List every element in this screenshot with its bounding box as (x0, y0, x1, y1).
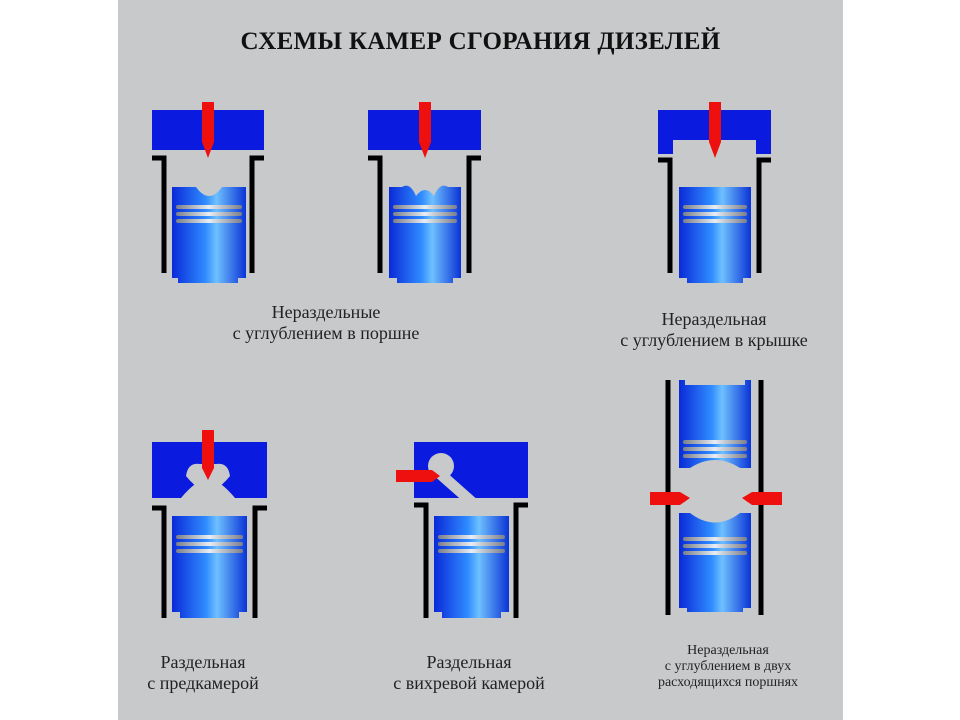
caption-line: с предкамерой (147, 673, 259, 693)
piston-upper (679, 380, 751, 468)
caption-opposed: Нераздельная с углублением в двух расход… (638, 643, 818, 691)
piston-lower (679, 513, 751, 612)
cylinder-wall-right (466, 155, 481, 273)
caption-prechamber: Раздельная с предкамерой (128, 652, 278, 694)
piston (172, 187, 246, 283)
diagram-piston-bowl-1 (152, 102, 264, 283)
injector-arrow-left (650, 492, 690, 505)
cylinder-wall-right (756, 157, 771, 273)
caption-line: с углублением в крышке (620, 330, 808, 350)
diagram-prechamber (152, 430, 267, 618)
piston-rings (683, 205, 747, 223)
caption-line: Нераздельные (271, 302, 381, 322)
piston-rings-upper (683, 440, 747, 458)
diagram-head-recess (658, 102, 771, 283)
cylinder-wall-left (152, 155, 167, 273)
caption-line: с вихревой камерой (393, 673, 545, 693)
piston (434, 516, 509, 618)
cylinder-wall-right (249, 155, 264, 273)
piston-rings-lower (683, 537, 747, 555)
injector-arrow-right (742, 492, 782, 505)
piston-rings (176, 205, 242, 223)
piston-rings (438, 535, 505, 553)
piston-rings (393, 205, 457, 223)
caption-undivided-piston: Нераздельные с углублением в поршне (208, 302, 444, 344)
diagram-opposed-pistons (650, 380, 782, 615)
piston (172, 516, 247, 618)
prechamber-cavity (186, 463, 230, 500)
caption-line: с углублением в поршне (232, 323, 420, 343)
caption-line: Нераздельная (661, 309, 767, 329)
cylinder-wall-left (414, 502, 429, 618)
cylinder-wall-left (152, 505, 167, 618)
caption-line: с углублением в двух (664, 659, 792, 674)
caption-line: Раздельная (426, 652, 512, 672)
cylinder-wall-left (658, 157, 673, 273)
injector-arrow (419, 102, 431, 158)
caption-line: Раздельная (160, 652, 246, 672)
injector-arrow (202, 102, 214, 158)
injector-arrow (202, 430, 214, 480)
cylinder-wall-left (368, 155, 383, 273)
swirl-channel (432, 470, 480, 504)
diagram-swirl-chamber (396, 442, 528, 618)
injector-arrow (396, 470, 440, 482)
caption-line: Нераздельная (687, 643, 769, 658)
piston (679, 187, 751, 283)
cylinder-wall-right (513, 502, 528, 618)
caption-line: расходящихся поршнях (657, 675, 799, 690)
caption-swirl: Раздельная с вихревой камерой (374, 652, 564, 694)
piston-rings (176, 535, 243, 553)
page-title: СХЕМЫ КАМЕР СГОРАНИЯ ДИЗЕЛЕЙ (240, 28, 721, 55)
diagram-piston-bowl-2 (368, 102, 481, 283)
piston (389, 185, 461, 283)
injector-arrow (709, 102, 721, 158)
cylinder-wall-right (252, 505, 267, 618)
caption-undivided-head: Нераздельная с углублением в крышке (598, 309, 830, 351)
